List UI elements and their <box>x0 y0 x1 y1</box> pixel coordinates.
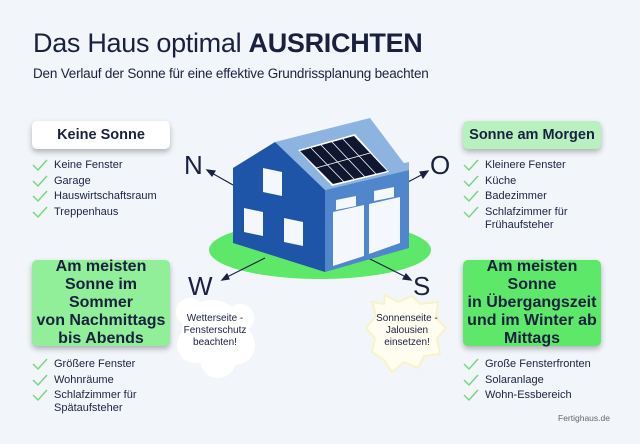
title-regular: Das Haus optimal <box>33 28 249 58</box>
solar-panel-icon <box>298 134 389 186</box>
list-item: Solaranlage <box>463 374 591 390</box>
list-item-label: Wohn-Essbereich <box>485 389 572 401</box>
list-item: Größere Fenster <box>32 358 149 374</box>
compass-south: S <box>413 271 431 301</box>
list-item-label: Solaranlage <box>485 373 544 386</box>
heading-line: von Nachmittags <box>36 312 166 329</box>
heading-line: Sonne im Sommer <box>64 276 137 311</box>
bubble-line: einsetzen! <box>384 337 430 348</box>
window <box>244 208 263 236</box>
window <box>374 187 394 201</box>
arrow-south-icon <box>402 272 413 281</box>
bubble-line: Fensterschutz <box>183 325 247 336</box>
list-item-label: Schlafzimmer für Spätaufsteher <box>54 389 137 414</box>
garage-door <box>369 197 400 254</box>
south-bubble-text: Sonnenseite - Jalousien einsetzen! <box>370 313 444 349</box>
arrow-east-icon <box>419 170 430 180</box>
list-item-label: Wohnräume <box>54 373 114 386</box>
list-item: Wohnräume <box>32 374 149 390</box>
source-credit: Fertighaus.de <box>558 413 610 423</box>
south-list: Große Fensterfronten Solaranlage Wohn-Es… <box>463 358 591 405</box>
heading-line: Am meisten Sonne <box>486 258 578 293</box>
south-heading-card: Am meisten Sonne in Übergangszeit und im… <box>463 258 601 347</box>
list-item-label: Kleinere Fenster <box>485 159 566 171</box>
north-heading-card: Keine Sonne <box>32 121 170 149</box>
check-icon <box>463 206 481 218</box>
east-heading-card: Sonne am Morgen <box>463 121 601 149</box>
title-bold: AUSRICHTEN <box>248 28 423 58</box>
list-item-label: Küche <box>485 174 517 187</box>
check-icon <box>32 206 50 218</box>
north-list: Keine Fenster Garage Hauswirtschaftsraum… <box>32 159 157 221</box>
list-item-label: Keine Fenster <box>54 159 123 171</box>
window <box>284 218 303 246</box>
compass-north: N <box>184 150 203 180</box>
bubble-line: beachten! <box>193 337 237 348</box>
compass-west: W <box>188 271 213 301</box>
check-icon <box>463 175 481 187</box>
check-icon <box>32 159 50 171</box>
list-item: Keine Fenster <box>32 159 157 175</box>
list-item-label: Badezimmer <box>485 190 547 202</box>
west-speech-cloud <box>176 298 255 378</box>
east-heading: Sonne am Morgen <box>469 127 595 143</box>
page-subtitle: Den Verlauf der Sonne für eine effektive… <box>33 66 429 81</box>
list-item: Badezimmer <box>463 190 580 206</box>
heading-line: Am meisten <box>55 258 147 275</box>
list-item: Wohn-Essbereich <box>463 389 591 405</box>
bubble-line: Wetterseite - <box>186 313 244 324</box>
list-item-label: Große Fensterfronten <box>485 358 591 370</box>
compass-east: O <box>430 150 451 180</box>
east-list: Kleinere Fenster Küche Badezimmer Schlaf… <box>463 159 580 235</box>
check-icon <box>32 175 50 187</box>
list-item: Hauswirtschaftsraum <box>32 190 157 206</box>
list-item: Schlafzimmer für Frühaufsteher <box>463 206 580 235</box>
window <box>263 168 282 196</box>
garage-door <box>333 205 364 266</box>
heading-line: bis Abends <box>58 330 144 347</box>
arrow-west-icon <box>220 272 230 281</box>
arrow-north-icon <box>205 169 216 178</box>
list-item: Treppenhaus <box>32 206 157 222</box>
check-icon <box>32 190 50 202</box>
heading-line: und im Winter ab <box>467 312 597 329</box>
list-item-label: Treppenhaus <box>54 205 119 218</box>
check-icon <box>463 159 481 171</box>
check-icon <box>463 389 481 401</box>
window <box>336 196 356 210</box>
west-list: Größere Fenster Wohnräume Schlafzimmer f… <box>32 358 149 418</box>
list-item: Garage <box>32 175 157 191</box>
list-item-label: Größere Fenster <box>54 358 136 370</box>
west-heading-card: Am meisten Sonne im Sommer von Nachmitta… <box>32 258 170 347</box>
list-item: Kleinere Fenster <box>463 159 580 175</box>
check-icon <box>32 374 50 386</box>
list-item: Schlafzimmer für Spätaufsteher <box>32 389 149 418</box>
heading-line: in Übergangszeit <box>467 294 597 311</box>
check-icon <box>463 190 481 202</box>
check-icon <box>32 358 50 370</box>
list-item-label: Garage <box>54 174 91 187</box>
list-item-label: Schlafzimmer für Frühaufsteher <box>485 205 568 231</box>
list-item: Küche <box>463 175 580 191</box>
west-bubble-text: Wetterseite - Fensterschutz beachten! <box>180 313 250 349</box>
list-item-label: Hauswirtschaftsraum <box>54 190 157 202</box>
check-icon <box>463 358 481 370</box>
check-icon <box>32 389 50 401</box>
list-item: Große Fensterfronten <box>463 358 591 374</box>
direction-arrows <box>205 169 430 281</box>
bubble-line: Jalousien <box>385 325 429 336</box>
heading-line: Mittags <box>504 330 560 347</box>
page-title: Das Haus optimal AUSRICHTEN <box>33 28 423 59</box>
south-speech-star <box>364 293 448 374</box>
check-icon <box>463 374 481 386</box>
bubble-line: Sonnenseite - <box>376 313 438 324</box>
north-heading: Keine Sonne <box>57 127 145 143</box>
